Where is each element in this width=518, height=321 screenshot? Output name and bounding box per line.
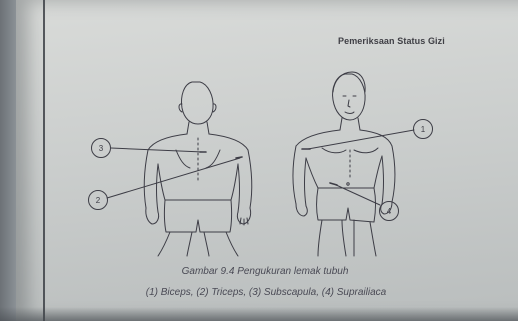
marker-4-label: 4	[387, 207, 392, 216]
leader-line-3	[111, 148, 203, 152]
front-view-body	[293, 72, 395, 256]
marker-3-label: 3	[99, 144, 104, 153]
leader-line-2	[107, 158, 240, 198]
figure-caption-legend: (1) Biceps, (2) Triceps, (3) Subscapula,…	[96, 287, 436, 298]
marker-2-label: 2	[96, 196, 101, 205]
leader-line-4	[334, 184, 380, 205]
figure-caption-title: Gambar 9.4 Pengukuran lemak tubuh	[140, 266, 390, 277]
marker-1-label: 1	[421, 125, 426, 134]
bottom-shadow	[0, 307, 518, 321]
back-view-body	[144, 82, 251, 256]
